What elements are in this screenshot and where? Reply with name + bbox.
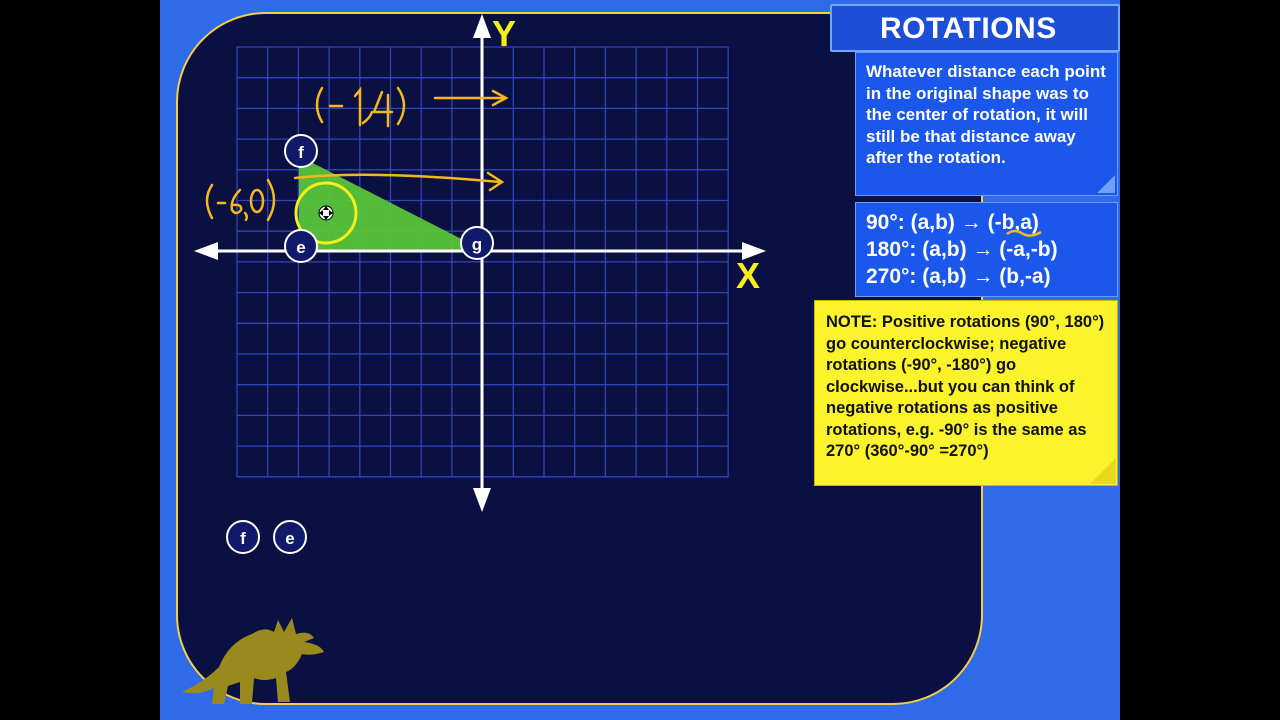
point-label-f[interactable]: f <box>284 134 318 168</box>
lesson-slide: f e g f e Y X ROTATIONS Whatever distanc… <box>160 0 1120 720</box>
formula-90: 90°: (a,b) → (-b,a) <box>866 211 1039 234</box>
description-text: Whatever distance each point in the orig… <box>866 62 1106 168</box>
y-axis <box>473 14 491 512</box>
note-text: NOTE: Positive rotations (90°, 180°) go … <box>826 313 1105 460</box>
tray-label-e[interactable]: e <box>273 520 307 554</box>
note-callout: NOTE: Positive rotations (90°, 180°) go … <box>814 300 1118 486</box>
y-axis-label: Y <box>492 13 517 54</box>
description-panel: Whatever distance each point in the orig… <box>855 52 1118 196</box>
handwritten-annotation-left <box>205 171 505 222</box>
formula-180: 180°: (a,b) → (-a,-b) <box>866 238 1058 261</box>
move-cursor-icon <box>318 205 334 221</box>
page-title: ROTATIONS <box>880 12 1057 45</box>
formulas-panel: 90°: (a,b) → (-b,a) 180°: (a,b) → (-a,-b… <box>855 202 1118 297</box>
formula-270: 270°: (a,b) → (b,-a) <box>866 265 1051 288</box>
tray-label-f[interactable]: f <box>226 520 260 554</box>
highlight-circle <box>294 181 358 245</box>
triangle-efg[interactable] <box>299 156 483 250</box>
coordinate-graph <box>194 14 766 512</box>
handwritten-annotation-top <box>315 86 509 128</box>
formula-underline-annotation <box>1006 229 1042 237</box>
point-label-g[interactable]: g <box>460 226 494 260</box>
point-label-e[interactable]: e <box>284 229 318 263</box>
dinosaur-logo <box>182 618 324 704</box>
x-axis-label: X <box>736 255 761 296</box>
title-bar: ROTATIONS <box>830 4 1120 52</box>
